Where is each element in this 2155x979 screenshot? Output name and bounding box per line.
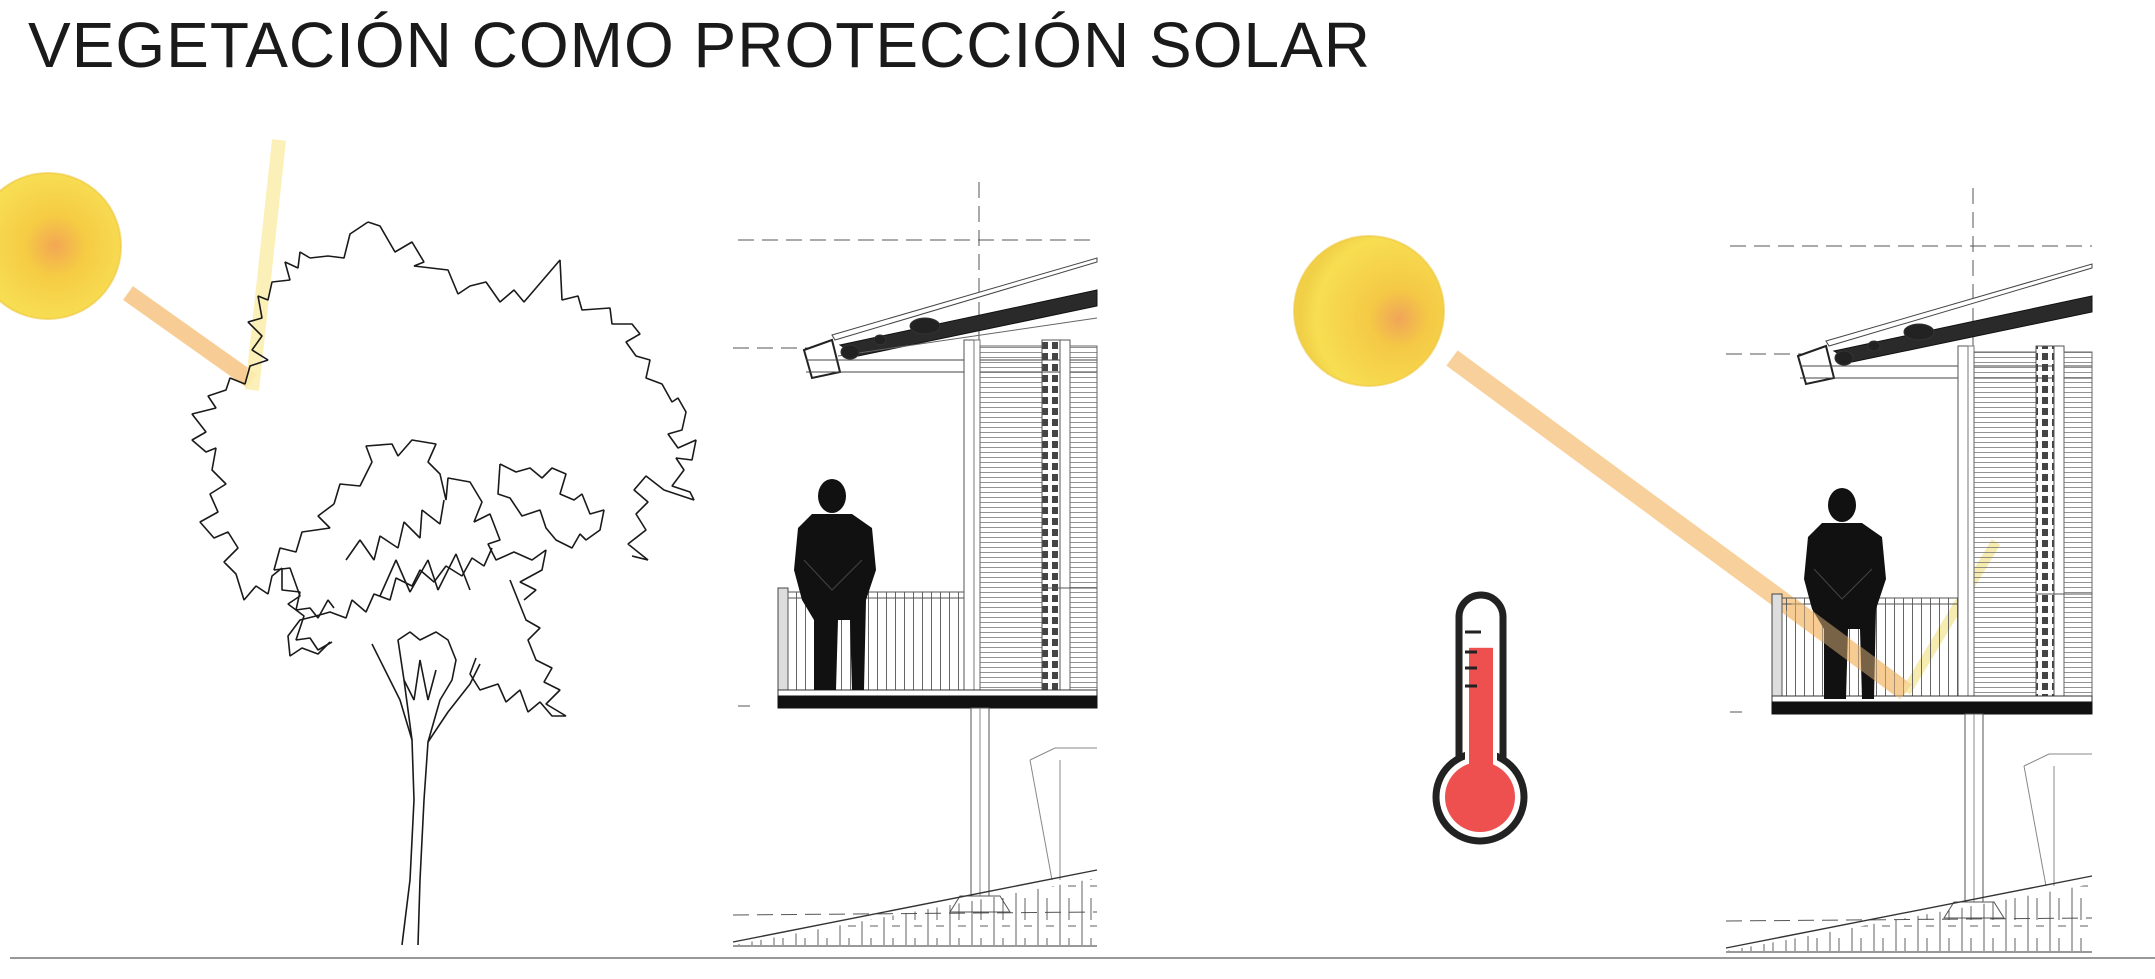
person-silhouette-icon	[1804, 488, 1886, 699]
house-section-right	[1725, 188, 2093, 953]
sun-icon	[0, 172, 122, 320]
direct-sun-ray	[123, 286, 257, 388]
panel-direct-sun-exposure	[1293, 188, 2093, 953]
page-title: VEGETACIÓN COMO PROTECCIÓN SOLAR	[28, 9, 1371, 81]
person-silhouette-icon	[794, 479, 876, 690]
thermometer-icon	[1432, 591, 1528, 845]
panel-shaded-by-vegetation	[0, 139, 1098, 947]
house-section-left	[732, 182, 1098, 947]
sun-icon	[1293, 235, 1445, 387]
tree-icon	[191, 221, 697, 946]
reflected-sun-ray	[245, 139, 286, 391]
